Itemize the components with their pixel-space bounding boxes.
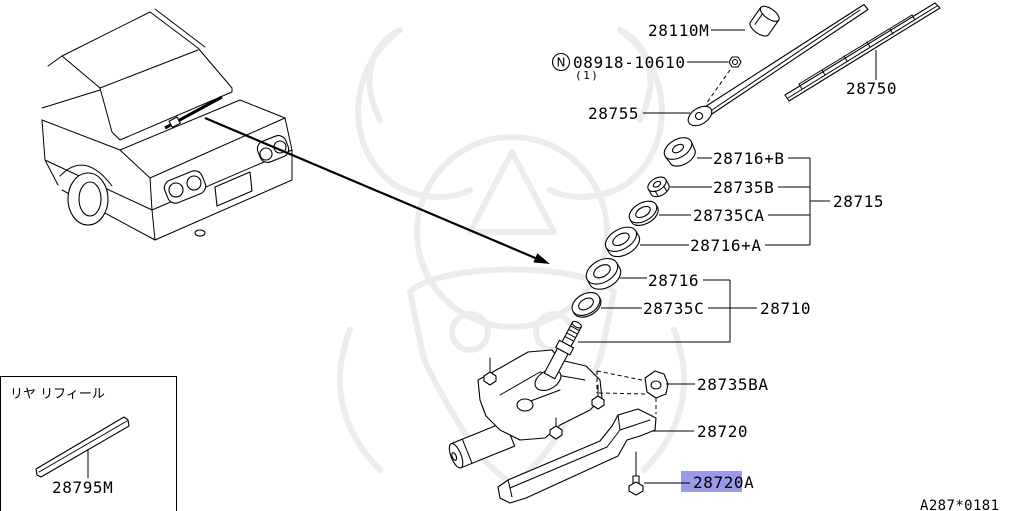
- callout-arm-nut-quantity: (1): [575, 69, 599, 82]
- grommet-a-part: [604, 226, 641, 258]
- callout-wiper-motor[interactable]: 28710: [760, 299, 811, 318]
- callout-washer-c[interactable]: 28735C: [643, 299, 704, 318]
- bushing-dashed-guides: [596, 370, 657, 414]
- pivot-nut-b-part: [647, 176, 670, 198]
- seal-cap-b-part: [663, 137, 696, 167]
- pointer-arrow: [204, 116, 550, 264]
- callout-bushing-ba[interactable]: 28735BA: [697, 375, 769, 394]
- callout-bracket-bolt[interactable]: 28720A: [693, 473, 754, 492]
- motor-bracket-part: [497, 408, 657, 504]
- washer-c-part: [571, 291, 602, 318]
- callout-arm-cap[interactable]: 28110M: [648, 21, 709, 40]
- callout-grommet[interactable]: 28716: [648, 271, 699, 290]
- callout-motor-bracket[interactable]: 28720: [697, 422, 748, 441]
- car-rear-illustration: [41, 8, 293, 241]
- grommet-part: [585, 257, 622, 290]
- arm-cap-part: [749, 5, 780, 37]
- callout-rear-refill[interactable]: 28795M: [52, 478, 113, 497]
- leader-lines: [578, 29, 877, 484]
- bracket-bolt-part: [628, 451, 644, 496]
- callout-highlight: [681, 471, 742, 492]
- arm-nut-part: [728, 56, 742, 68]
- wiper-blade-part: [784, 2, 941, 102]
- rear-refill-part: [35, 416, 130, 478]
- bushing-ba-part: [644, 370, 669, 399]
- wiper-arm-part: [687, 3, 869, 127]
- callout-washer-ca[interactable]: 28735CA: [693, 206, 765, 225]
- callout-pivot-kit[interactable]: 28715: [833, 192, 884, 211]
- refill-inset: リヤ リフィール 28795M: [0, 376, 177, 511]
- callout-arm-nut[interactable]: 08918-10610: [573, 53, 686, 72]
- wiper-motor-part: [448, 320, 605, 469]
- callout-nut-symbol: N: [557, 56, 566, 70]
- callout-wiper-blade[interactable]: 28750: [846, 79, 897, 98]
- callout-pivot-nut-b[interactable]: 28735B: [713, 178, 774, 197]
- drawing-code: A287*0181: [920, 498, 999, 511]
- callout-seal-cap-b[interactable]: 28716+B: [713, 149, 785, 168]
- nut-symbol: [551, 52, 571, 72]
- callout-wiper-arm[interactable]: 28755: [588, 104, 639, 123]
- callout-grommet-a[interactable]: 28716+A: [690, 236, 762, 255]
- washer-ca-part: [628, 200, 659, 226]
- inset-title: リヤ リフィール: [10, 387, 105, 402]
